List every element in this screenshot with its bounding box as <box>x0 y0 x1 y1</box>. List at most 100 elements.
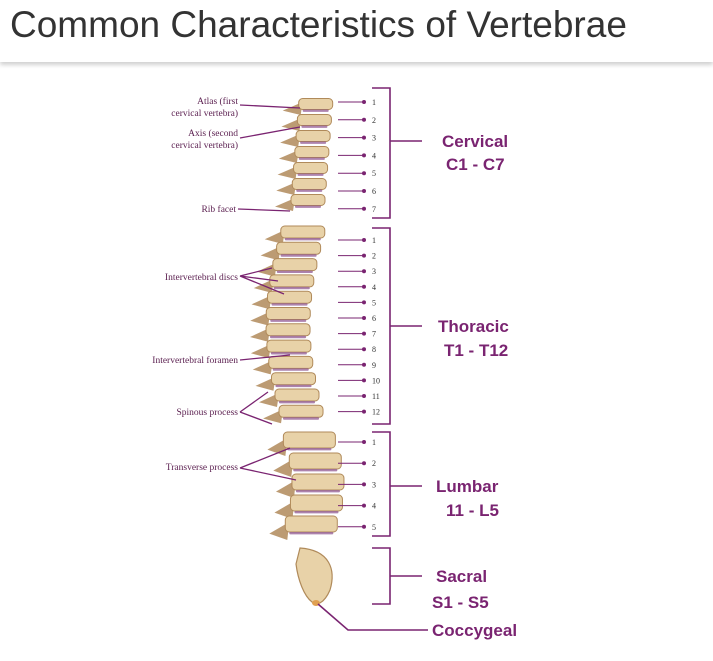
intervertebral-disc-5 <box>296 189 323 192</box>
intervertebral-disc-15 <box>272 368 309 371</box>
vertebra-body-thoracic-7 <box>280 225 326 239</box>
region-lumbar-range: 11 - L5 <box>446 501 499 520</box>
vertebra-body-lumbar-22 <box>289 494 343 512</box>
intervertebral-disc-23 <box>289 532 334 535</box>
vertebra-number: 12 <box>372 408 380 417</box>
vertebra-body-cervical-2 <box>295 130 331 142</box>
intervertebral-disc-2 <box>300 141 327 144</box>
intervertebral-disc-14 <box>270 352 307 355</box>
vertebra-number: 3 <box>372 134 376 143</box>
number-dot <box>362 269 366 274</box>
intervertebral-disc-22 <box>294 511 339 514</box>
vertebra-body-thoracic-13 <box>265 323 311 337</box>
spinous-process-thoracic-12 <box>250 311 271 326</box>
spinous-process-thoracic-7 <box>264 230 285 244</box>
intervertebral-disc-1 <box>301 125 328 128</box>
spinous-process-lumbar-23 <box>269 522 290 540</box>
label-atlas-line2: cervical vertebra) <box>171 108 238 119</box>
spinous-process-cervical-2 <box>280 134 301 147</box>
label-rib-facet: Rib facet <box>201 204 236 215</box>
vertebra-number: 11 <box>372 392 380 401</box>
number-dot <box>362 524 366 529</box>
vertebra-number: 1 <box>372 98 376 107</box>
vertebra-number: 4 <box>372 283 376 292</box>
label-intervertebral-foramen: Intervertebral foramen <box>152 355 238 366</box>
label-atlas-line1: Atlas (first <box>197 96 238 107</box>
intervertebral-disc-20 <box>293 469 338 472</box>
page-title: Common Characteristics of Vertebrae <box>10 4 627 45</box>
number-dot <box>362 117 366 122</box>
intervertebral-disc-19 <box>287 448 332 451</box>
vertebra-body-thoracic-12 <box>265 307 311 320</box>
vertebra-body-thoracic-17 <box>274 388 320 402</box>
number-dot <box>362 331 366 336</box>
spinous-process-thoracic-18 <box>263 409 284 424</box>
intervertebral-disc-3 <box>298 157 325 160</box>
spinous-process-thoracic-17 <box>259 393 279 407</box>
vertebra-number: 5 <box>372 169 376 178</box>
number-dot <box>362 153 366 158</box>
vertebra-body-thoracic-11 <box>267 290 313 304</box>
vertebra-number: 7 <box>372 205 376 214</box>
vertebra-body-lumbar-23 <box>284 515 338 533</box>
vertebra-body-lumbar-20 <box>288 452 342 470</box>
vertebra-number: 9 <box>372 361 376 370</box>
vertebra-body-cervical-4 <box>293 162 329 174</box>
vertebra-body-cervical-0 <box>298 98 334 110</box>
number-dot <box>362 482 366 487</box>
region-sacral-name: Sacral <box>436 567 487 586</box>
number-dot <box>362 409 366 414</box>
vertebra-body-cervical-3 <box>294 146 330 158</box>
vertebra-number: 6 <box>372 187 376 196</box>
number-dot <box>362 461 366 466</box>
label-intervertebral-discs: Intervertebral discs <box>165 273 238 283</box>
vertebra-number: 2 <box>372 252 376 261</box>
number-dot <box>362 394 366 398</box>
vertebra-number: 7 <box>372 330 376 339</box>
region-sacral-range: S1 - S5 <box>432 593 489 612</box>
title-bar: Common Characteristics of Vertebrae <box>0 0 713 62</box>
spinous-process-cervical-0 <box>282 102 303 115</box>
spinous-process-lumbar-22 <box>274 501 295 519</box>
number-dot <box>362 189 366 193</box>
spinous-process-cervical-5 <box>276 182 297 195</box>
vertebra-number: 5 <box>372 523 376 532</box>
number-dot <box>362 440 366 444</box>
vertebra-body-thoracic-18 <box>278 404 324 418</box>
vertebra-number: 8 <box>372 345 376 354</box>
spinous-process-cervical-6 <box>275 198 295 211</box>
vertebra-number: 4 <box>372 151 376 160</box>
vertebra-number: 3 <box>372 480 376 489</box>
intervertebral-disc-16 <box>275 384 312 388</box>
number-dot <box>362 347 366 352</box>
intervertebral-disc-4 <box>297 173 324 176</box>
sacrum <box>295 547 333 605</box>
region-lumbar-name: Lumbar <box>436 477 499 496</box>
intervertebral-disc-13 <box>270 335 307 339</box>
vertebra-body-thoracic-9 <box>272 258 318 272</box>
intervertebral-disc-8 <box>280 254 317 257</box>
spinous-process-thoracic-13 <box>250 327 271 342</box>
intervertebral-disc-7 <box>284 238 321 241</box>
vertebra-number: 2 <box>372 116 376 125</box>
vertebral-column <box>250 98 345 606</box>
left-leader-lines <box>237 104 301 481</box>
spinous-process-lumbar-21 <box>275 480 296 498</box>
intervertebral-disc-17 <box>279 401 315 404</box>
number-dot <box>362 300 366 305</box>
region-thoracic-range: T1 - T12 <box>444 341 508 360</box>
region-cervical-range: C1 - C7 <box>446 155 505 174</box>
vertebra-number: 2 <box>372 459 376 468</box>
spinous-process-thoracic-14 <box>250 344 271 359</box>
spinous-process-lumbar-20 <box>273 459 294 477</box>
number-dot <box>362 238 366 242</box>
vertebra-number: 1 <box>372 236 376 245</box>
number-dot <box>362 253 366 258</box>
number-dot <box>362 135 366 140</box>
spinous-process-thoracic-8 <box>260 246 281 261</box>
vertebra-body-thoracic-14 <box>266 339 312 353</box>
number-dot <box>362 378 366 383</box>
